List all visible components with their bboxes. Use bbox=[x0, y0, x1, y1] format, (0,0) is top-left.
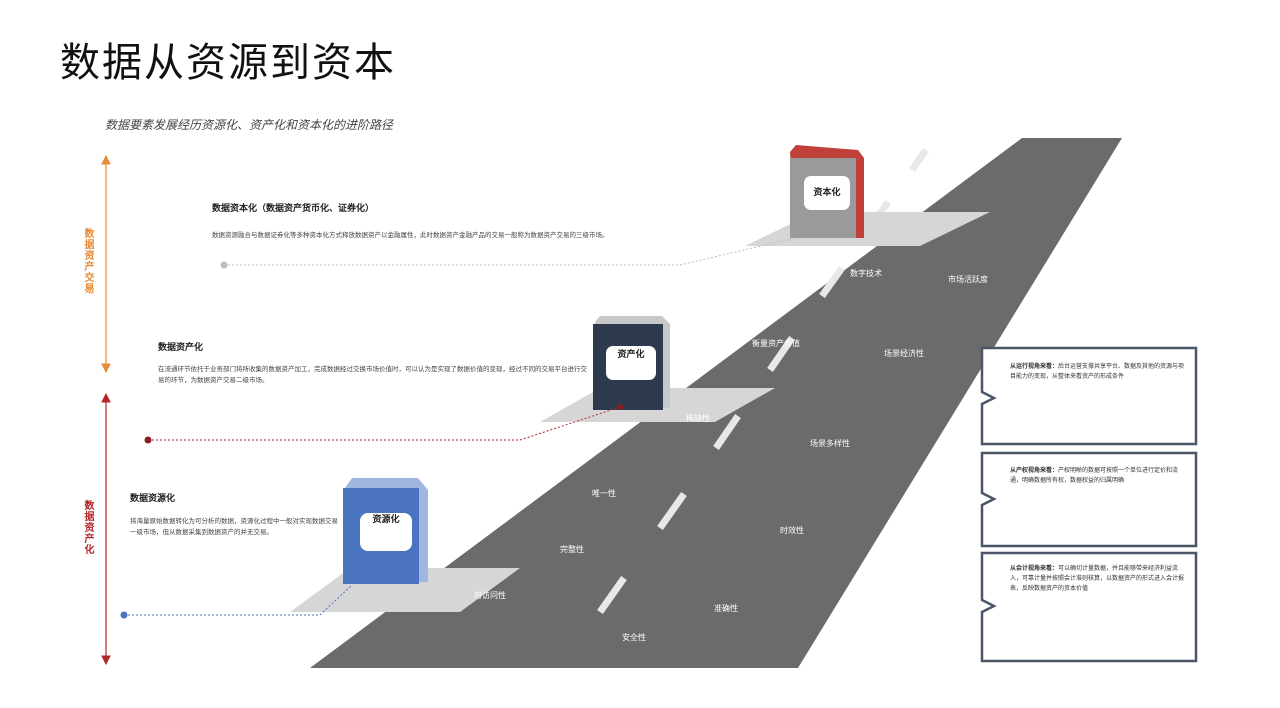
page-title: 数据从资源到资本 bbox=[60, 40, 396, 86]
sign-capital-shape bbox=[790, 145, 864, 238]
note-accounting-head: 从会计视角来看： bbox=[1010, 565, 1059, 572]
road-label-asset-value: 衡量资产价值 bbox=[752, 339, 800, 348]
axis-bottom-label: 数据资产化 bbox=[82, 500, 93, 555]
connector-resource-dot bbox=[120, 611, 128, 619]
page-subtitle: 数据要素发展经历资源化、资产化和资本化的进阶路径 bbox=[105, 118, 394, 132]
road-label-market-activity: 市场活跃度 bbox=[948, 275, 988, 284]
note-accounting-body: 可以确切计量数据，并且能够带来经济利益流入，可靠计量并按照会计准则核算，以数据资… bbox=[1010, 565, 1185, 592]
axis-top-label: 数据资产交易 bbox=[82, 228, 93, 294]
road-label-scarcity: 稀缺性 bbox=[686, 414, 710, 423]
road-label-uniqueness: 唯一性 bbox=[592, 489, 616, 498]
road-label-completeness: 完整性 bbox=[560, 545, 584, 554]
connector-asset-dot bbox=[144, 436, 152, 444]
road-label-accuracy: 准确性 bbox=[714, 604, 738, 613]
resource-stage-desc: 将海量原始数据转化为可分析的数据，资源化过程中一般对实现数据交易一级市场，但从数… bbox=[130, 517, 338, 536]
road-label-scene-diversity: 场景多样性 bbox=[810, 439, 850, 448]
note-property-head: 从产权视角来看： bbox=[1010, 467, 1059, 474]
note-accounting: 从会计视角来看：可以确切计量数据，并且能够带来经济利益流入，可靠计量并按照会计准… bbox=[1010, 564, 1190, 594]
road-label-accessibility: 可访问性 bbox=[474, 591, 506, 600]
road-label-scene-economy: 场景经济性 bbox=[884, 349, 924, 358]
capital-stage-desc: 数据资源融合与数据证券化等多种资本化方式释放数据资产以金融属性，此时数据资产金融… bbox=[212, 231, 609, 239]
sign-asset-label: 资产化 bbox=[617, 350, 645, 360]
note-boxes bbox=[980, 346, 1198, 663]
road-label-security: 安全性 bbox=[622, 633, 646, 642]
sign-capital-label: 资本化 bbox=[813, 188, 841, 198]
axis-bottom-arrow bbox=[101, 392, 111, 666]
sign-resource-shape bbox=[343, 478, 428, 584]
sign-resource-label: 资源化 bbox=[372, 515, 400, 525]
capital-stage-title: 数据资本化（数据资产货币化、证券化） bbox=[212, 204, 375, 214]
note-operation: 从运行视角来看：后台运营支撑共享平台、数据及其他的资源与项目能力的变现，从整体来… bbox=[1010, 362, 1190, 382]
resource-stage-title: 数据资源化 bbox=[130, 494, 176, 504]
note-property-body: 产权明晰的数据可按照一个单位进行定价和流通，明确数据所有权，数据权益的归属明确 bbox=[1010, 467, 1179, 484]
sign-asset-shape bbox=[593, 316, 670, 410]
note-operation-body: 后台运营支撑共享平台、数据及其他的资源与项目能力的变现，从整体来看资产的形成条件 bbox=[1010, 363, 1185, 380]
connector-resource bbox=[124, 584, 353, 616]
asset-stage-title: 数据资产化 bbox=[158, 343, 204, 353]
road-label-digital-tech: 数字技术 bbox=[850, 269, 882, 278]
note-property: 从产权视角来看：产权明晰的数据可按照一个单位进行定价和流通，明确数据所有权，数据… bbox=[1010, 466, 1190, 486]
connector-capital bbox=[224, 237, 796, 266]
connector-asset bbox=[148, 406, 621, 441]
connector-capital-dot bbox=[220, 261, 228, 269]
asset-stage-desc: 在流通环节依托于业务部门将所收集的数据资产加工，完成数据经过交换市场价值时，可以… bbox=[158, 365, 587, 384]
road-label-timeliness: 时效性 bbox=[780, 526, 804, 535]
connector-asset-end-dot bbox=[617, 404, 623, 410]
axis-top-arrow bbox=[101, 154, 111, 374]
note-operation-head: 从运行视角来看： bbox=[1010, 363, 1059, 370]
